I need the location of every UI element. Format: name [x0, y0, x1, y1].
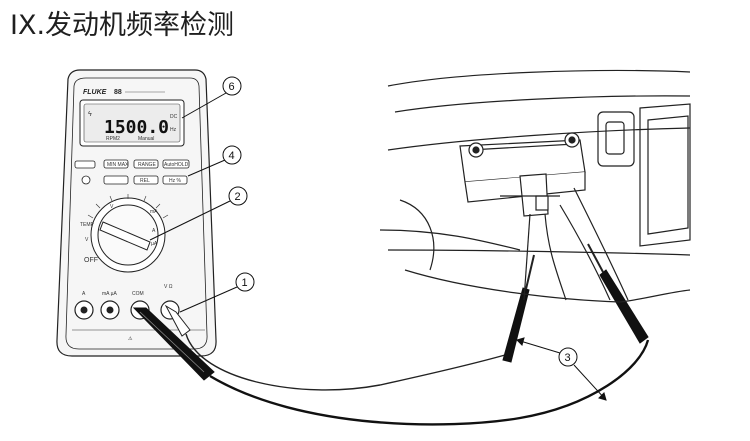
- v-probe-plug[interactable]: [164, 304, 191, 337]
- port-ma-label: mA µA: [102, 291, 117, 297]
- engine-bay: [379, 69, 691, 303]
- hz-button[interactable]: [162, 175, 188, 185]
- svg-text:V: V: [85, 237, 89, 243]
- callout-6: 6: [229, 81, 235, 93]
- callout-1-circle: [235, 272, 255, 292]
- probe-left-tip: [525, 254, 535, 290]
- svg-text:mA: mA: [150, 209, 158, 215]
- callout-3-circle: [558, 347, 578, 367]
- callout-2: 2: [235, 191, 241, 203]
- port-com-label: COM: [132, 291, 144, 297]
- rel-button[interactable]: [133, 175, 159, 185]
- lcd-screen: [83, 103, 181, 143]
- page-title: IX.发动机频率检测: [10, 10, 235, 41]
- brand-logo: FLUKE: [83, 89, 107, 96]
- dial-pointer: [99, 221, 151, 251]
- callout-1: 1: [242, 277, 248, 289]
- rel-label: REL: [140, 178, 150, 184]
- black-lead: [209, 339, 650, 426]
- probe-right-body[interactable]: [599, 269, 649, 344]
- dial-off-label: OFF: [84, 257, 98, 264]
- lcd-lightning-icon: ϟ: [88, 111, 92, 118]
- blank-button[interactable]: [74, 160, 96, 169]
- range-label: RANGE: [138, 162, 156, 168]
- hz-label: Hz %: [169, 178, 182, 184]
- red-lead: [185, 333, 506, 391]
- svg-text:⚠: ⚠: [128, 336, 133, 342]
- port-v-label: V Ω: [164, 284, 173, 290]
- svg-text:TEMP: TEMP: [80, 222, 95, 228]
- callout-2-circle: [228, 186, 248, 206]
- lcd-manual-label: Manual: [138, 136, 154, 142]
- multimeter: FLUKE 88 ϟ 1500.0 DC Hz RPM2 Manual MIN …: [56, 69, 217, 357]
- callout-4: 4: [229, 150, 235, 162]
- port-a-label: A: [82, 291, 86, 297]
- range-button[interactable]: [133, 159, 159, 169]
- probe-right-tip: [587, 243, 604, 273]
- callouts: [149, 76, 607, 401]
- model-label: 88: [114, 89, 122, 96]
- minmax-button[interactable]: [103, 159, 129, 169]
- lcd-rpm-label: RPM2: [106, 136, 120, 142]
- lcd-value: 1500.0: [104, 117, 169, 138]
- svg-text:V: V: [110, 204, 114, 210]
- dial-tick-marks: [87, 194, 169, 219]
- callout-4-circle: [222, 145, 242, 165]
- backlight-button[interactable]: [81, 175, 91, 185]
- autohold-button[interactable]: [162, 159, 190, 169]
- hold-button[interactable]: [103, 175, 129, 185]
- autohold-label: AutoHOLD: [164, 162, 189, 168]
- probe-left-body[interactable]: [502, 287, 530, 363]
- callout-3: 3: [565, 352, 571, 364]
- callout-6-circle: [222, 76, 242, 96]
- test-leads: [132, 243, 650, 426]
- lcd-unit-bottom: Hz: [170, 127, 177, 133]
- svg-text:A: A: [152, 228, 156, 234]
- minmax-label: MIN MAX: [107, 162, 129, 168]
- lcd-unit-top: DC: [170, 114, 178, 120]
- svg-text:µA: µA: [151, 241, 158, 247]
